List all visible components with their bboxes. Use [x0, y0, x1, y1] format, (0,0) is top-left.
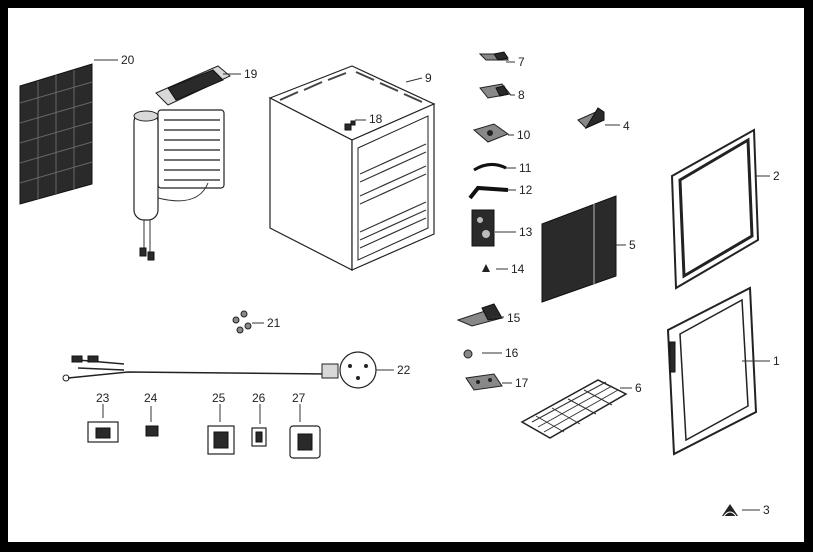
label-13: 13: [519, 225, 533, 239]
label-24: 24: [144, 391, 158, 405]
label-15: 15: [507, 311, 521, 325]
label-23: 23: [96, 391, 110, 405]
label-12: 12: [519, 183, 533, 197]
label-21: 21: [267, 316, 281, 330]
part-12-tube: 12: [468, 183, 533, 200]
part-20-condenser-grille: 20: [19, 53, 135, 205]
part-22-power-cord: 22: [62, 351, 411, 389]
part-4-angle-bracket: 4: [577, 107, 630, 133]
part-13-thermostat: 13: [471, 209, 533, 247]
label-7: 7: [518, 55, 525, 69]
part-16-nut: 16: [463, 346, 519, 360]
part-10-bracket: 10: [472, 123, 531, 143]
part-26-connector: 26: [251, 391, 267, 447]
part-8-hinge-bracket: 8: [479, 83, 525, 102]
part-18-screw: 18: [344, 112, 383, 131]
part-7-hinge-plate: 7: [478, 51, 525, 69]
label-22: 22: [397, 363, 411, 377]
label-18: 18: [369, 112, 383, 126]
part-1-door: 1: [666, 286, 780, 456]
label-2: 2: [773, 169, 780, 183]
part-3-foot: 3: [722, 503, 770, 517]
part-15-hinge: 15: [456, 303, 521, 327]
part-14-knob: 14: [482, 262, 525, 276]
label-20: 20: [121, 53, 135, 67]
part-27-housing: 27: [289, 391, 321, 459]
part-2-door-gasket: 2: [670, 128, 780, 290]
part-23-cover: 23: [87, 391, 119, 443]
diagram-canvas: 20: [8, 8, 804, 542]
label-16: 16: [505, 346, 519, 360]
label-19: 19: [244, 67, 258, 81]
label-9: 9: [425, 71, 432, 85]
label-4: 4: [623, 119, 630, 133]
part-25-relay-box: 25: [207, 391, 235, 455]
label-14: 14: [511, 262, 525, 276]
label-1: 1: [773, 354, 780, 368]
label-27: 27: [292, 391, 306, 405]
label-11: 11: [519, 161, 532, 175]
label-3: 3: [763, 503, 770, 517]
label-25: 25: [212, 391, 226, 405]
part-6-shelf: 6: [520, 379, 642, 439]
part-17-bottom-hinge: 17: [465, 373, 529, 391]
exploded-parts-diagram: 20: [19, 51, 780, 517]
label-5: 5: [629, 238, 636, 252]
part-21-screws: 21: [232, 310, 281, 334]
label-6: 6: [635, 381, 642, 395]
part-19-evaporator-unit: 19: [133, 65, 258, 261]
label-10: 10: [517, 128, 531, 142]
label-26: 26: [252, 391, 266, 405]
part-11-wire: 11: [473, 161, 532, 175]
part-9-cabinet: 9: [268, 65, 436, 271]
label-17: 17: [515, 376, 529, 390]
part-5-glass-panel: 5: [541, 195, 636, 303]
part-24-clip: 24: [144, 391, 159, 437]
label-8: 8: [518, 88, 525, 102]
